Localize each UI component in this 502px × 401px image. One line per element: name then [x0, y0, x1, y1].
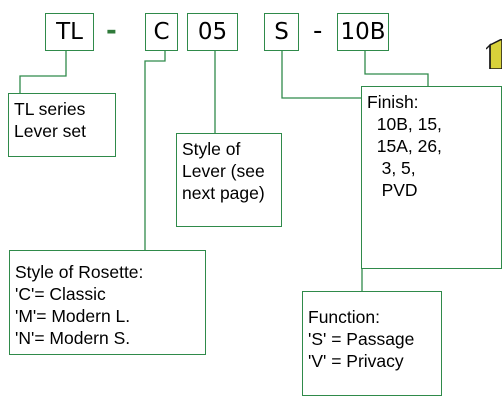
label-finish-line: 10B, 15,	[367, 114, 442, 134]
code-finish: 10B	[340, 19, 386, 45]
label-function-line: 'V' = Privacy	[308, 351, 404, 371]
label-finish: Finish: 10B, 15, 15A, 26, 3, 5, PVD	[361, 86, 502, 269]
code-function-box: S	[264, 13, 299, 51]
label-lever: Style of Lever (see next page)	[176, 133, 282, 227]
code-lever: 05	[197, 19, 228, 45]
label-lever-line: Lever (see	[182, 161, 265, 181]
code-lever-box: 05	[187, 13, 238, 51]
label-function-line: Function:	[308, 307, 380, 327]
code-separator-2: -	[313, 16, 323, 46]
label-series: TL series Lever set	[8, 93, 116, 157]
label-rosette-line: 'C'= Classic	[15, 284, 106, 304]
folder-icon	[486, 39, 502, 69]
connector-rosette	[144, 51, 166, 250]
label-rosette: Style of Rosette: 'C'= Classic 'M'= Mode…	[9, 250, 206, 355]
code-finish-box: 10B	[337, 13, 389, 51]
code-function: S	[274, 19, 289, 45]
label-series-line: Lever set	[14, 121, 86, 141]
connector-function	[281, 51, 363, 291]
label-rosette-line: Style of Rosette:	[15, 262, 144, 282]
label-lever-line: next page)	[182, 183, 265, 203]
label-finish-line: Finish:	[367, 92, 419, 112]
label-finish-line: 15A, 26,	[367, 136, 442, 156]
label-rosette-line: 'M'= Modern L.	[15, 306, 131, 326]
code-separator-1: -	[106, 16, 117, 46]
connector-series	[19, 51, 67, 93]
code-series-box: TL	[45, 13, 94, 51]
code-rosette-box: C	[145, 13, 178, 51]
label-finish-line: 3, 5,	[367, 158, 416, 178]
label-finish-line: PVD	[367, 180, 418, 200]
label-series-line: TL series	[14, 99, 86, 119]
label-function: Function: 'S' = Passage 'V' = Privacy	[302, 291, 442, 396]
label-rosette-line: 'N'= Modern S.	[15, 328, 131, 348]
code-series: TL	[56, 19, 83, 45]
connector-finish	[364, 51, 429, 86]
label-lever-line: Style of	[182, 139, 241, 159]
code-rosette: C	[153, 19, 170, 45]
label-function-line: 'S' = Passage	[308, 329, 415, 349]
